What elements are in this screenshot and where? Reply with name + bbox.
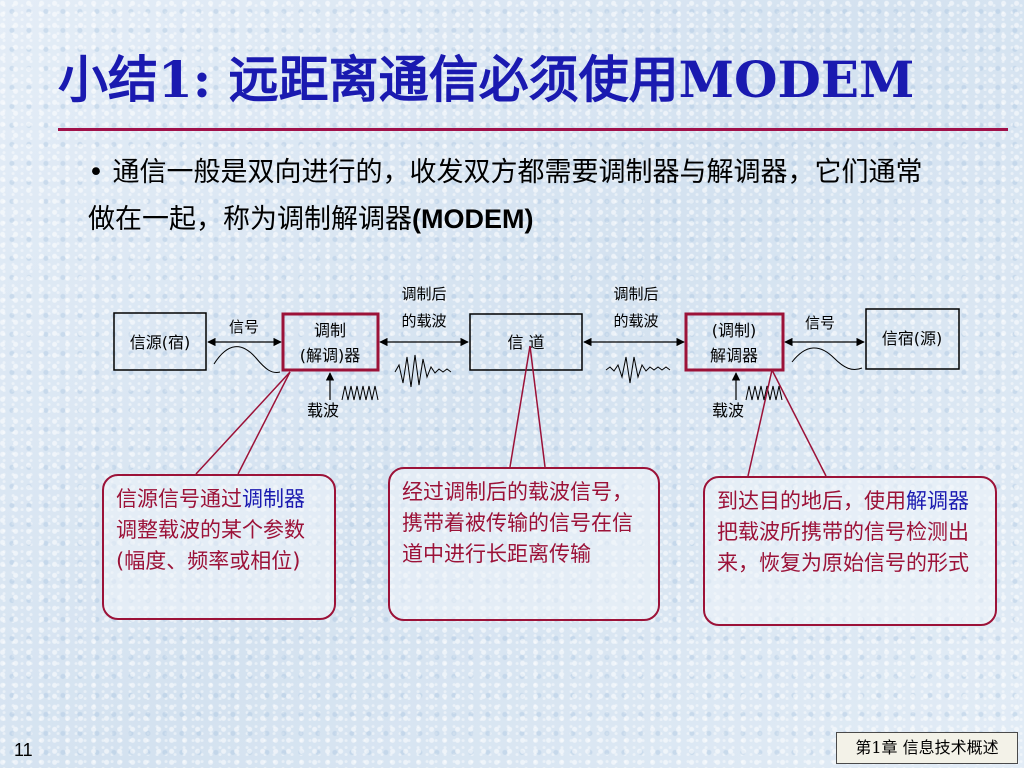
destination-box [865, 308, 960, 370]
modulated-label-left-2: 的载波 [401, 312, 446, 330]
carrier-label-left: 载波 [307, 401, 339, 420]
carrier-wave-right [745, 385, 783, 401]
bullet-paragraph: • 通信一般是双向进行的，收发双方都需要调制器与解调器，它们通常做在一起，称为调… [88, 150, 948, 243]
callout-modulator-highlight: 调制器 [242, 487, 305, 511]
callout-pointer-left-a [195, 371, 291, 475]
modem-left-label-2: (解调)器 [300, 346, 361, 365]
callout-demodulator-highlight: 解调器 [906, 489, 969, 513]
callout-modulator-text-1: 信源信号通过 [116, 487, 242, 511]
bullet-text: 通信一般是双向进行的，收发双方都需要调制器与解调器，它们通常做在一起，称为调制解… [88, 157, 923, 235]
channel-box-label: 信 道 [507, 333, 544, 352]
callout-channel-text: 经过调制后的载波信号，携带着被传输的信号在信道中进行长距离传输 [402, 480, 633, 566]
baseband-wave-left [213, 346, 281, 373]
carrier-wave-left [341, 385, 379, 401]
bullet-marker: • [88, 157, 104, 188]
modem-left-box [281, 312, 380, 372]
modem-left-label-1: 调制 [314, 321, 346, 340]
title-divider [58, 128, 1008, 131]
slide-title: 小结1: 远距离通信必须使用MODEM [58, 50, 915, 109]
callout-demodulator: 到达目的地后，使用解调器把载波所携带的信号检测出来，恢复为原始信号的形式 [703, 476, 997, 626]
carrier-label-right: 载波 [712, 401, 744, 420]
signal-label-left: 信号 [229, 318, 259, 336]
page-number: 11 [14, 740, 33, 760]
modem-right-label-2: 解调器 [710, 346, 758, 365]
modulated-label-right-2: 的载波 [613, 312, 658, 330]
source-box [113, 312, 207, 371]
callout-modulator: 信源信号通过调制器 调整载波的某个参数(幅度、频率或相位) [102, 474, 336, 620]
callout-demodulator-text-1: 到达目的地后，使用 [717, 489, 906, 513]
callout-channel: 经过调制后的载波信号，携带着被传输的信号在信道中进行长距离传输 [388, 467, 660, 621]
callout-pointer-middle-a [509, 345, 531, 468]
destination-box-label: 信宿(源) [882, 329, 943, 348]
modulated-label-right-1: 调制后 [613, 285, 658, 303]
callout-pointer-left-b [237, 371, 291, 475]
callout-pointer-right-b [771, 369, 827, 477]
modem-right-box [684, 312, 785, 372]
bullet-modem-term: (MODEM) [412, 204, 534, 234]
modulated-wave-right [605, 356, 671, 384]
source-box-label: 信源(宿) [130, 333, 191, 352]
callout-demodulator-text-2: 把载波所携带的信号检测出来，恢复为原始信号的形式 [717, 520, 969, 575]
chapter-footer: 第1章 信息技术概述 [836, 732, 1018, 764]
signal-label-right: 信号 [805, 314, 835, 332]
modem-right-label-1: (调制) [712, 321, 757, 340]
modulated-label-left-1: 调制后 [401, 285, 446, 303]
modulated-wave-left [394, 354, 452, 388]
callout-pointer-middle-b [529, 345, 546, 468]
callout-modulator-text-2: 调整载波的某个参数(幅度、频率或相位) [116, 518, 305, 573]
callout-pointer-right-a [747, 369, 773, 477]
baseband-wave-right [791, 347, 863, 371]
